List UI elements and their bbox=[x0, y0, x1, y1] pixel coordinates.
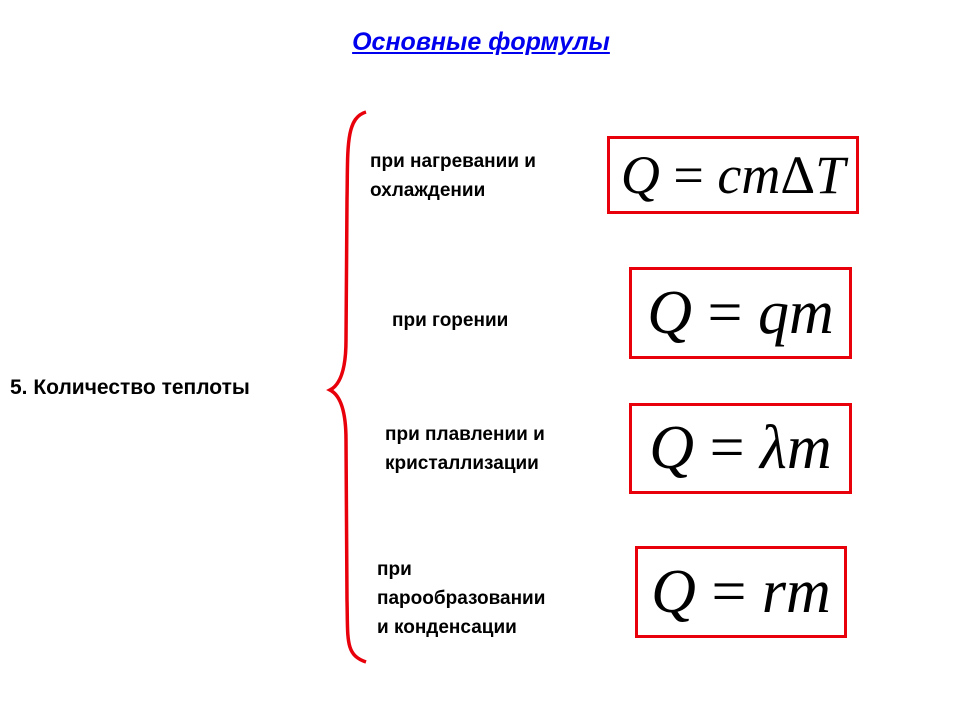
case-label-vaporization: при парообразовании и конденсации bbox=[377, 555, 545, 642]
label-line: при плавлении и bbox=[385, 424, 545, 445]
label-line: и конденсации bbox=[377, 617, 517, 638]
label-line: охлаждении bbox=[370, 180, 486, 201]
formula-combustion: Q = qm bbox=[629, 267, 852, 359]
label-line: при bbox=[377, 559, 412, 580]
formula-eq: = bbox=[707, 278, 743, 347]
formula-eq: = bbox=[711, 557, 747, 626]
formula-rhs: qm bbox=[757, 278, 834, 347]
formula-rhs: T bbox=[815, 145, 846, 205]
formula-vaporization: Q = rm bbox=[635, 546, 847, 638]
case-label-melting: при плавлении и кристаллизации bbox=[385, 420, 545, 478]
formula-eq: = bbox=[709, 414, 745, 482]
formula-lhs: Q bbox=[651, 557, 696, 626]
label-line: при горении bbox=[392, 310, 509, 331]
case-label-combustion: при горении bbox=[392, 306, 508, 335]
formula-lhs: Q bbox=[649, 414, 695, 482]
formula-eq: = bbox=[673, 145, 704, 205]
slide-title: Основные формулы bbox=[352, 28, 610, 56]
label-line: кристаллизации bbox=[385, 453, 539, 474]
case-label-heating: при нагревании и охлаждении bbox=[370, 147, 536, 205]
formula-rhs: rm bbox=[761, 557, 831, 626]
formula-rhs: cm bbox=[717, 145, 781, 205]
formula-rhs: λm bbox=[760, 414, 832, 482]
label-line: парообразовании bbox=[377, 588, 546, 609]
label-line: при нагревании и bbox=[370, 151, 536, 172]
topic-label: 5. Количество теплоты bbox=[10, 376, 250, 399]
formula-melting: Q = λm bbox=[629, 403, 852, 494]
formula-lhs: Q bbox=[647, 278, 693, 347]
formula-lhs: Q bbox=[620, 145, 660, 205]
delta-symbol: Δ bbox=[780, 145, 816, 205]
